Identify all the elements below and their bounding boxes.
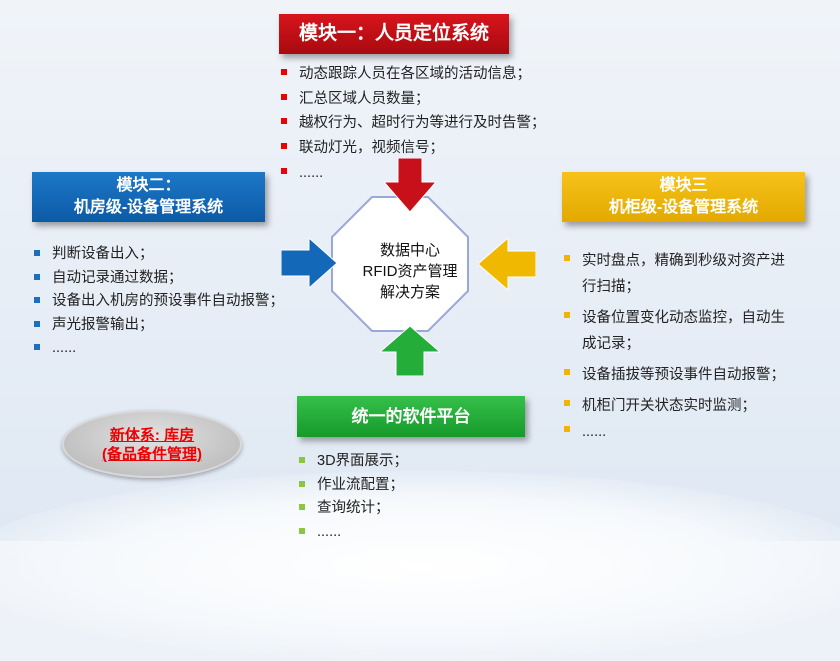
- item-text: 3D界面展示；: [317, 453, 409, 469]
- module2-title: 模块二： 机房级-设备管理系统: [32, 172, 265, 222]
- item-text: 自动记录通过数据；: [52, 269, 183, 286]
- center-line-1: 数据中心: [379, 242, 440, 259]
- item-text: 查询统计；: [317, 500, 390, 517]
- item-text: 设备插拔等预设事件自动报警；: [582, 367, 785, 383]
- list-item: 设备插拔等预设事件自动报警；: [564, 362, 799, 388]
- item-text: 声光报警输出；: [52, 316, 154, 333]
- list-item: 实时盘点，精确到秒级对资产进行扫描；: [564, 248, 799, 300]
- item-text: 汇总区域人员数量；: [299, 90, 430, 107]
- module2-title-line2: 机房级-设备管理系统: [73, 199, 224, 216]
- module3-list: 实时盘点，精确到秒级对资产进行扫描； 设备位置变化动态监控，自动生成记录； 设备…: [564, 248, 799, 450]
- item-text: 设备位置变化动态监控，自动生成记录；: [582, 310, 785, 352]
- list-item: ......: [281, 161, 546, 186]
- bullet-icon: [299, 480, 305, 487]
- bullet-icon: [299, 504, 305, 511]
- bullet-icon: [564, 400, 570, 406]
- list-item: 设备出入机房的预设事件自动报警；: [34, 290, 284, 314]
- bullet-icon: [34, 344, 40, 350]
- module1-list: 动态跟踪人员在各区域的活动信息； 汇总区域人员数量； 越权行为、超时行为等进行及…: [281, 62, 546, 186]
- list-item: 联动灯光，视频信号；: [281, 136, 546, 161]
- red-down-arrow-icon: [384, 158, 436, 212]
- list-item: 机柜门开关状态实时监测；: [564, 393, 799, 419]
- item-text: 实时盘点，精确到秒级对资产进行扫描；: [582, 253, 785, 295]
- list-item: 查询统计；: [299, 497, 408, 521]
- item-text: ......: [299, 164, 324, 181]
- center-line-2: RFID资产管理: [362, 263, 458, 280]
- bullet-icon: [281, 69, 287, 75]
- center-octagon: [331, 196, 469, 332]
- bullet-icon: [564, 255, 570, 261]
- platform-title: 统一的软件平台: [297, 396, 525, 437]
- item-text: 设备出入机房的预设事件自动报警；: [52, 293, 284, 309]
- list-item: 作业流配置；: [299, 474, 408, 498]
- item-text: 判断设备出入；: [52, 246, 154, 262]
- bullet-icon: [34, 320, 40, 327]
- item-text: 联动灯光，视频信号；: [299, 140, 444, 157]
- bullet-icon: [281, 143, 287, 150]
- bullet-icon: [34, 297, 40, 303]
- platform-list: 3D界面展示； 作业流配置； 查询统计； ......: [299, 450, 408, 545]
- item-text: ......: [52, 340, 77, 356]
- bullet-icon: [281, 93, 287, 100]
- bullet-icon: [299, 528, 305, 535]
- new-system-line1: 新体系: 库房: [109, 427, 195, 444]
- bullet-icon: [34, 250, 40, 256]
- item-text: ......: [582, 424, 607, 440]
- item-text: 作业流配置；: [317, 476, 404, 493]
- list-item: 汇总区域人员数量；: [281, 87, 546, 112]
- list-item: 动态跟踪人员在各区域的活动信息；: [281, 62, 546, 87]
- module3-title-line1: 模块三: [659, 177, 708, 194]
- list-item: 设备位置变化动态监控，自动生成记录；: [564, 305, 799, 357]
- bullet-icon: [281, 167, 287, 174]
- list-item: ......: [34, 337, 284, 361]
- list-item: ......: [564, 419, 799, 445]
- list-item: 声光报警输出；: [34, 314, 284, 338]
- module3-title-line2: 机柜级-设备管理系统: [608, 199, 759, 216]
- module2-title-line1: 模块二：: [116, 177, 181, 194]
- item-text: 机柜门开关状态实时监测；: [582, 398, 756, 414]
- module1-title: 模块一：人员定位系统: [279, 14, 509, 54]
- item-text: 越权行为、超时行为等进行及时告警；: [299, 115, 546, 132]
- new-system-line2: (备品备件管理): [102, 446, 202, 463]
- yellow-left-arrow-icon: [478, 238, 536, 290]
- item-text: ......: [317, 524, 342, 541]
- center-title: 数据中心 RFID资产管理 解决方案: [330, 240, 490, 303]
- new-system-link[interactable]: 新体系: 库房 (备品备件管理): [62, 410, 242, 478]
- list-item: 判断设备出入；: [34, 243, 284, 267]
- bullet-icon: [281, 118, 287, 125]
- bullet-icon: [564, 426, 570, 432]
- bullet-icon: [564, 369, 570, 375]
- blue-right-arrow-icon: [281, 238, 337, 288]
- list-item: 越权行为、超时行为等进行及时告警；: [281, 111, 546, 136]
- center-line-3: 解决方案: [379, 284, 440, 301]
- bullet-icon: [299, 457, 305, 463]
- module2-list: 判断设备出入； 自动记录通过数据； 设备出入机房的预设事件自动报警； 声光报警输…: [34, 243, 284, 361]
- green-up-arrow-icon: [380, 326, 440, 376]
- list-item: 自动记录通过数据；: [34, 267, 284, 291]
- background-wave: [0, 471, 840, 661]
- module3-title: 模块三 机柜级-设备管理系统: [562, 172, 805, 222]
- item-text: 动态跟踪人员在各区域的活动信息；: [299, 66, 531, 82]
- bullet-icon: [564, 312, 570, 318]
- list-item: ......: [299, 521, 408, 545]
- bullet-icon: [34, 273, 40, 280]
- list-item: 3D界面展示；: [299, 450, 408, 474]
